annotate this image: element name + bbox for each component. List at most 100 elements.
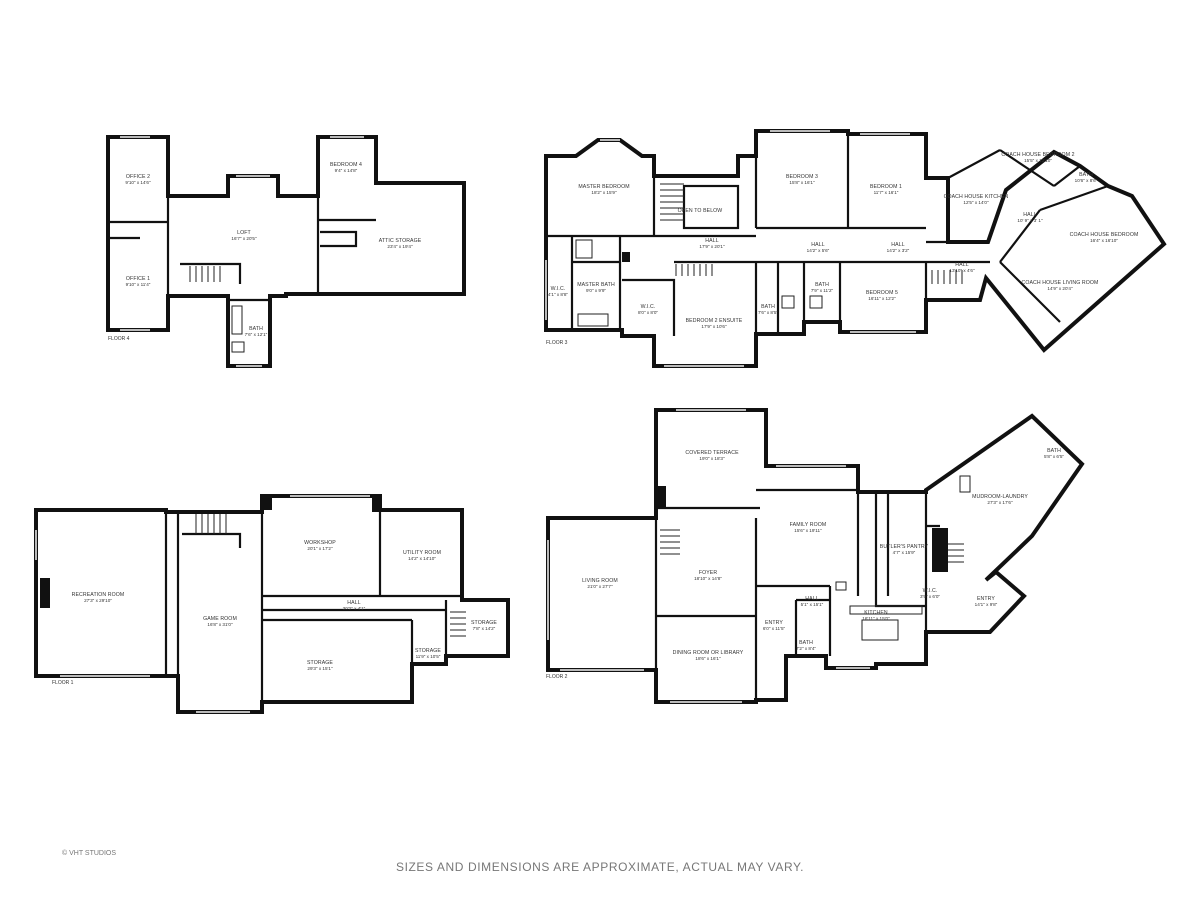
room-dims: 12'5" x 14'0" xyxy=(963,200,989,205)
room-label: HALL xyxy=(805,596,818,602)
room-dims: 8'0" x 8'0" xyxy=(638,310,658,315)
room-label: W.I.C. xyxy=(551,286,566,292)
room-dims: 4'1" x 8'8" xyxy=(548,292,568,297)
room-dims: 3'9" x 6'0" xyxy=(920,594,940,599)
room-label: WORKSHOP xyxy=(304,540,336,546)
room-label: BATH xyxy=(799,640,813,646)
room-dims: 15'6" x 19'11" xyxy=(794,528,822,533)
room-dims: 16'7" x 20'5" xyxy=(231,236,257,241)
floor-label: FLOOR 4 xyxy=(108,336,130,342)
room-label: ENTRY xyxy=(765,620,783,626)
room-dims: 6'0" x 11'5" xyxy=(763,626,786,631)
room-label: BEDROOM 3 xyxy=(786,174,818,180)
room-dims: 15'5" x 12'10" xyxy=(1024,158,1052,163)
floor-label: FLOOR 2 xyxy=(546,674,568,680)
room-dims: 27'3" x 29'10" xyxy=(84,598,112,603)
room-label: BATH xyxy=(1079,172,1093,178)
room-label: BATH xyxy=(815,282,829,288)
room-dims: 16'11" x 15'0" xyxy=(862,616,890,621)
room-dims: 21'0" x 27'7" xyxy=(587,584,613,589)
room-label: W.I.C. xyxy=(641,304,656,310)
room-dims: 7'2" x 8'4" xyxy=(796,646,816,651)
room-label: BATH xyxy=(761,304,775,310)
room-label: UTILITY ROOM xyxy=(403,550,441,556)
floor-label: FLOOR 3 xyxy=(546,340,568,346)
room-label: FAMILY ROOM xyxy=(790,522,827,528)
room-label: BUTLER'S PANTRY xyxy=(880,544,929,550)
room-dims: 16'11" x 12'2" xyxy=(868,296,896,301)
room-label: COVERED TERRACE xyxy=(685,450,739,456)
room-label: GAME ROOM xyxy=(203,616,237,622)
disclaimer-footer: SIZES AND DIMENSIONS ARE APPROXIMATE, AC… xyxy=(395,860,805,874)
room-label: ENTRY xyxy=(977,596,995,602)
room-dims: 4'7" x 15'9" xyxy=(893,550,916,555)
room-label: COACH HOUSE KITCHEN xyxy=(944,194,1009,200)
room-dims: 10'6" x 8'6" xyxy=(1075,178,1098,183)
room-label: STORAGE xyxy=(415,648,441,654)
room-dims: 11'7" x 16'1" xyxy=(874,190,899,195)
floor-2-plan xyxy=(546,408,1085,704)
room-label: RECREATION ROOM xyxy=(72,592,125,598)
floor-3-plan xyxy=(544,129,1167,368)
room-dims: 16'8" x 31'0" xyxy=(207,622,233,627)
room-dims: 7'6" x 12'1" xyxy=(245,332,268,337)
room-dims: 5'8" x 6'5" xyxy=(1044,454,1064,459)
room-label: BATH xyxy=(1047,448,1061,454)
room-dims: 17'9" x 10'6" xyxy=(701,324,727,329)
room-dims: 15'8" x 16'1" xyxy=(789,180,815,185)
room-dims: 16'4" x 16'10" xyxy=(1090,238,1118,243)
room-label: ATTIC STORAGE xyxy=(379,238,422,244)
room-label: STORAGE xyxy=(307,660,333,666)
room-dims: 9'4" x 14'8" xyxy=(335,168,358,173)
room-label: OFFICE 1 xyxy=(126,276,150,282)
room-label: HALL xyxy=(891,242,904,248)
copyright-notice: © VHT STUDIOS xyxy=(62,850,117,857)
room-label: MASTER BEDROOM xyxy=(578,184,629,190)
room-dims: 14'9" x 20'4" xyxy=(1047,286,1073,291)
floor-1-plan xyxy=(34,494,510,714)
room-label: HALL xyxy=(347,600,360,606)
room-dims: 10' 9" x 3' 1" xyxy=(1017,218,1043,223)
room-label: HALL xyxy=(705,238,718,244)
room-label: OFFICE 2 xyxy=(126,174,150,180)
room-dims: 7'9" x 11'2" xyxy=(811,288,834,293)
room-label: OPEN TO BELOW xyxy=(678,208,723,214)
room-label: HALL xyxy=(1023,212,1036,218)
room-dims: 20'1" x 17'2" xyxy=(307,546,333,551)
room-label: KITCHEN xyxy=(864,610,888,616)
floor-label: FLOOR 1 xyxy=(52,680,74,686)
room-label: MASTER BATH xyxy=(577,282,615,288)
room-dims: 18'2" x 15'9" xyxy=(591,190,617,195)
room-label: COACH HOUSE BEDROOM xyxy=(1070,232,1139,238)
room-dims: 5'1" x 15'1" xyxy=(801,602,824,607)
room-label: MUDROOM-LAUNDRY xyxy=(972,494,1028,500)
room-label: LOFT xyxy=(237,230,251,236)
room-dims: 29'3" x 15'1" xyxy=(307,666,333,671)
room-dims: 11'9" x 10'5" xyxy=(416,654,441,659)
room-dims: 14'2" x 5'6" xyxy=(807,248,830,253)
room-label: W.I.C. xyxy=(923,588,938,594)
room-dims: 7'8" x 14'2" xyxy=(473,626,496,631)
room-dims: 14'2" x 14'10" xyxy=(408,556,436,561)
room-dims: 17'9" x 20'1" xyxy=(699,244,725,249)
room-label: STORAGE xyxy=(471,620,497,626)
room-label: BEDROOM 2 ENSUITE xyxy=(686,318,743,324)
room-label: BEDROOM 1 xyxy=(870,184,902,190)
room-dims: 19'0" x 18'3" xyxy=(699,456,725,461)
room-dims: 27'3" x 17'6" xyxy=(987,500,1013,505)
room-dims: 9'10" x 14'6" xyxy=(125,180,151,185)
room-label: BATH xyxy=(249,326,263,332)
room-dims: 13'10" x 4'6" xyxy=(949,268,975,273)
room-dims: 30'2" x 4'1" xyxy=(343,606,366,611)
room-label: DINING ROOM OR LIBRARY xyxy=(673,650,744,656)
room-label: HALL xyxy=(955,262,968,268)
room-dims: 9'10" x 11'4" xyxy=(126,282,151,287)
room-label: COACH HOUSE BEDROOM 2 xyxy=(1001,152,1074,158)
room-label: BEDROOM 5 xyxy=(866,290,898,296)
room-dims: 7'6" x 8'5" xyxy=(758,310,778,315)
room-dims: 18'10" x 14'8" xyxy=(694,576,722,581)
room-label: BEDROOM 4 xyxy=(330,162,362,168)
room-label: FOYER xyxy=(699,570,718,576)
room-dims: 14'1" x 9'8" xyxy=(975,602,998,607)
